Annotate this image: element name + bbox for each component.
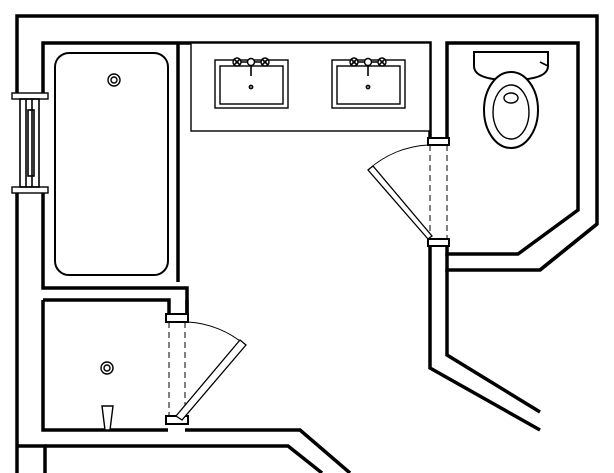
corridor-wall	[185, 428, 352, 473]
left-wall-window	[11, 92, 49, 194]
bathtub-rim	[54, 52, 169, 276]
shower-door-swing-arc	[187, 321, 246, 346]
shower-door	[165, 313, 247, 425]
corridor-wall-inner	[17, 444, 47, 473]
toilet-room-door	[367, 137, 450, 247]
toilet	[473, 51, 549, 149]
toilet-door-swing-arc	[367, 144, 429, 171]
shower-room-wall	[41, 300, 168, 432]
left-sink	[214, 57, 289, 109]
toilet-room-outer-wall	[428, 244, 541, 432]
shower-door-leaf	[175, 339, 247, 421]
shower-room-top	[43, 298, 171, 316]
right-sink	[331, 57, 406, 109]
shower-valve	[101, 405, 114, 431]
toilet-door-leaf	[367, 165, 433, 240]
corridor-wall-lower	[45, 444, 324, 473]
diagonal-wall-inner	[445, 270, 541, 414]
left-faucet-icon	[232, 57, 270, 76]
shower	[100, 361, 114, 431]
walls	[15, 14, 599, 473]
bathtub	[54, 52, 169, 276]
double-vanity	[190, 42, 431, 132]
right-faucet-icon	[349, 57, 387, 76]
toilet-room-outer-wall-2	[445, 222, 599, 272]
